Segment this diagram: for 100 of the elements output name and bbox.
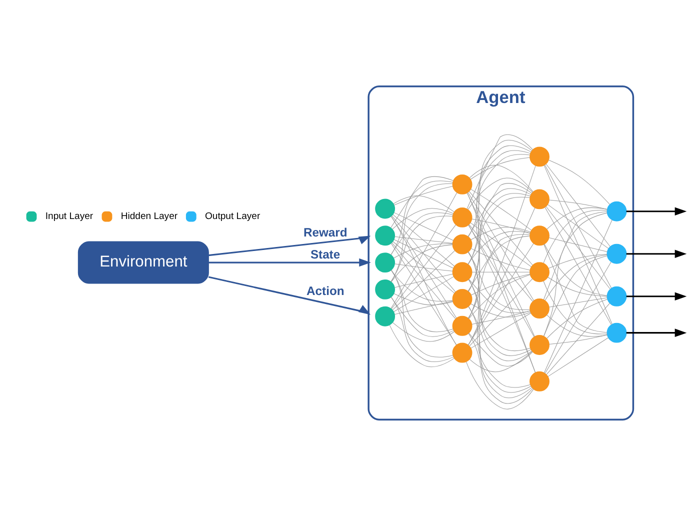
node-circle xyxy=(606,244,627,264)
connector xyxy=(391,270,454,358)
arrow xyxy=(626,250,687,258)
node-circle xyxy=(452,234,472,254)
node-box: Environment xyxy=(78,241,209,284)
connector xyxy=(468,234,530,292)
connector xyxy=(472,310,530,324)
connector xyxy=(544,206,612,325)
connector xyxy=(391,224,456,310)
edge-label: Reward xyxy=(304,226,348,240)
node-circle xyxy=(530,226,550,246)
connector xyxy=(390,183,453,282)
connector xyxy=(546,302,610,375)
connector xyxy=(392,216,456,292)
connector xyxy=(543,212,608,337)
legend-label: Input Layer xyxy=(45,210,94,222)
connector xyxy=(392,322,455,342)
connector xyxy=(544,262,612,374)
node-circle xyxy=(530,371,550,392)
connector xyxy=(392,250,456,310)
connector xyxy=(394,186,454,206)
connector xyxy=(470,222,532,268)
node-circle xyxy=(606,286,627,306)
connector xyxy=(466,362,534,410)
node-circle xyxy=(375,226,396,246)
connector xyxy=(547,204,609,249)
connector xyxy=(468,193,530,292)
connector xyxy=(468,192,534,302)
connector xyxy=(391,244,453,282)
connector xyxy=(472,218,530,234)
legend-label: Output Layer xyxy=(205,210,260,222)
connector xyxy=(470,312,532,348)
connector xyxy=(468,306,532,398)
connector xyxy=(468,150,531,292)
connector xyxy=(470,304,531,318)
connector xyxy=(469,351,532,372)
node-circle xyxy=(375,279,396,300)
connector xyxy=(468,208,536,346)
connector xyxy=(468,279,532,393)
connector xyxy=(468,154,530,319)
connector xyxy=(470,226,531,240)
connector xyxy=(544,244,608,333)
node-circle xyxy=(452,262,472,282)
connector xyxy=(470,274,530,296)
connector xyxy=(546,206,611,290)
connector xyxy=(392,241,455,294)
node-circle xyxy=(452,342,472,363)
connector xyxy=(468,165,536,346)
connector xyxy=(544,254,608,301)
connector xyxy=(393,276,454,312)
connector xyxy=(468,333,534,404)
connector xyxy=(392,214,455,267)
arrow xyxy=(208,276,371,315)
edge-label: State xyxy=(310,247,340,262)
connector xyxy=(390,243,457,346)
connector xyxy=(390,192,458,309)
connector xyxy=(547,276,608,297)
connector xyxy=(544,164,612,289)
connector xyxy=(548,254,608,269)
connector xyxy=(468,279,532,356)
node-circle xyxy=(606,201,627,222)
connector xyxy=(390,180,454,255)
connector xyxy=(469,164,534,192)
connector xyxy=(392,242,456,320)
connector xyxy=(466,134,534,210)
connector xyxy=(466,192,536,373)
connector xyxy=(393,243,453,258)
connector xyxy=(548,298,608,308)
node-circle xyxy=(375,306,396,326)
node-circle xyxy=(530,262,550,282)
node-circle xyxy=(452,316,472,336)
connector xyxy=(394,236,453,244)
connector xyxy=(543,211,608,300)
connector xyxy=(466,192,535,337)
connector xyxy=(392,208,454,230)
connector xyxy=(548,237,608,252)
connector xyxy=(390,296,454,362)
connector xyxy=(548,200,608,210)
connector xyxy=(546,207,608,230)
connector xyxy=(469,278,533,346)
connector xyxy=(468,279,530,314)
node-circle xyxy=(452,207,472,228)
connector xyxy=(390,212,454,256)
connector xyxy=(546,164,611,247)
connector xyxy=(468,332,533,366)
connector xyxy=(468,140,532,238)
connector xyxy=(544,244,608,296)
connector xyxy=(468,183,532,237)
edge-label: Action xyxy=(306,284,344,298)
connector xyxy=(394,264,453,272)
cluster: Agent xyxy=(368,86,634,420)
node-circle xyxy=(530,298,550,318)
connector xyxy=(546,314,608,337)
connector xyxy=(544,164,612,324)
connector xyxy=(468,306,532,362)
connector xyxy=(548,337,609,377)
connector xyxy=(470,248,530,270)
connector xyxy=(546,298,608,339)
connector xyxy=(468,252,530,310)
connector xyxy=(394,293,454,306)
